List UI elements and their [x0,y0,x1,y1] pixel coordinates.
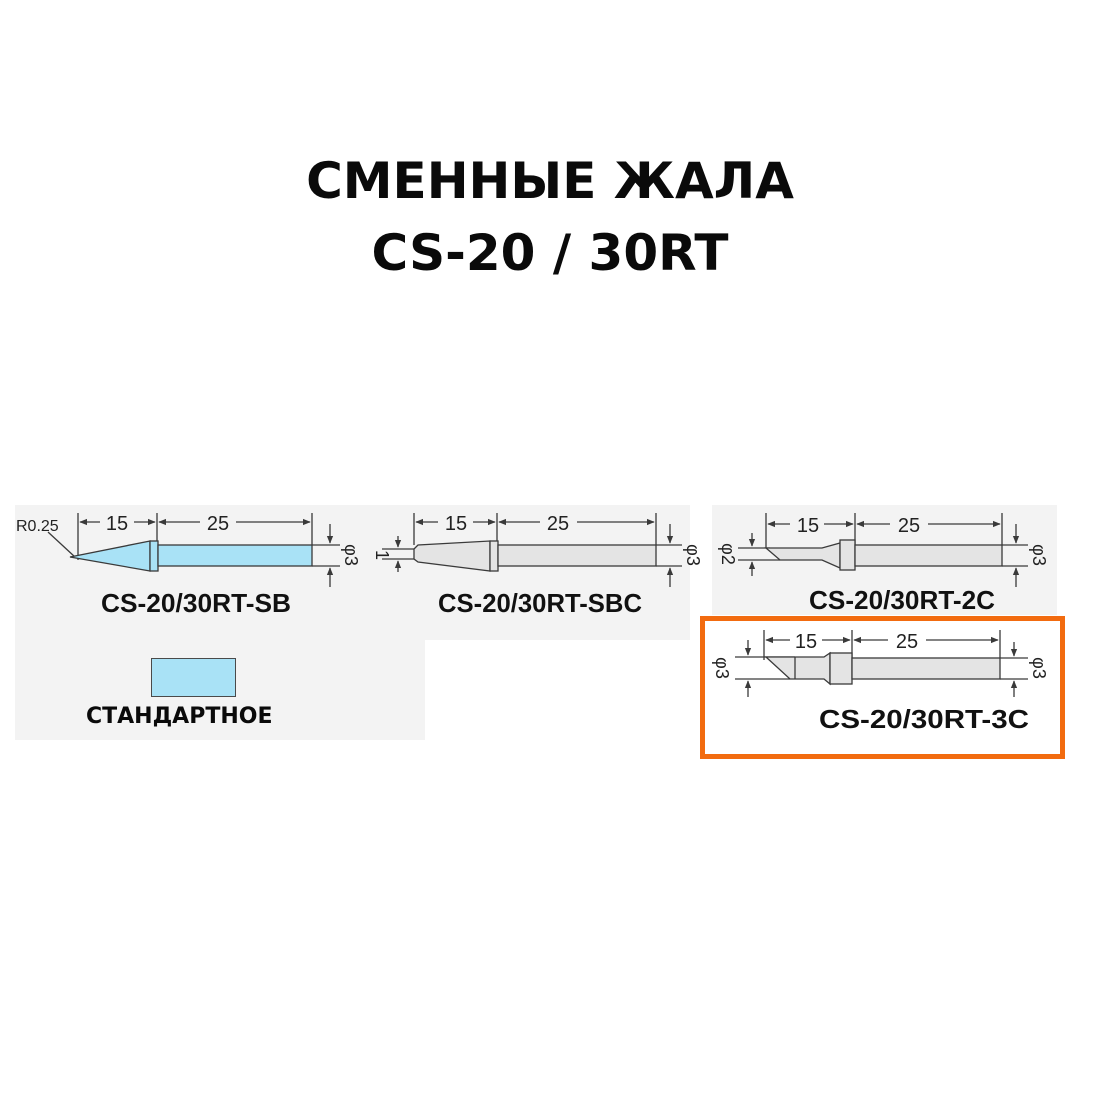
tip-sb-shank [157,544,313,567]
tip-sb-drawing [47,513,340,587]
tip-2c-tip-length: 15 [797,515,819,537]
tip-3c-shank-diameter: φ3 [1029,657,1049,679]
tip-3c-tip-length: 15 [795,631,817,653]
tip-sb-tip-length: 15 [106,513,128,535]
tip-3c-tip-diameter: φ3 [712,657,732,679]
drawing-panel-middle [370,505,690,640]
tip-sb-shank-diameter: φ3 [341,544,361,566]
tip-sbc-tip-width: 1 [372,550,392,560]
tip-2c-tip-diameter: φ2 [718,543,738,565]
tip-sbc-shank-diameter: φ3 [683,544,703,566]
tip-3c-drawing [735,630,1028,697]
tip-sbc-tip-length: 15 [445,513,467,535]
tip-sb-model: CS-20/30RT-SB [101,588,291,618]
tip-sb-cone [69,540,151,572]
selected-tip-highlight [700,616,1065,759]
tip-sbc-model: CS-20/30RT-SBC [438,588,642,618]
tip-2c-shank-length: 25 [898,515,920,537]
tip-2c-drawing [738,513,1028,587]
legend-standard-swatch [151,658,236,697]
tip-sbc-shank-length: 25 [547,513,569,535]
tip-sbc-drawing [382,513,682,587]
tip-3c-model: CS-20/30RT-3C [819,704,1029,734]
drawing-panel-left [15,505,425,740]
tip-2c-shank-diameter: φ3 [1029,544,1049,566]
tip-3c-shank-length: 25 [896,631,918,653]
legend-standard-label: СТАНДАРТНОЕ [86,704,273,729]
tip-sb-shank-length: 25 [207,513,229,535]
tip-sb-radius-label: R0.25 [16,518,59,535]
page-title-line-1: СМЕННЫЕ ЖАЛА [306,152,794,210]
tip-2c-model: CS-20/30RT-2C [809,585,995,615]
page-title-line-2: CS-20 / 30RT [371,224,729,282]
tip-sb-collar [149,540,159,572]
